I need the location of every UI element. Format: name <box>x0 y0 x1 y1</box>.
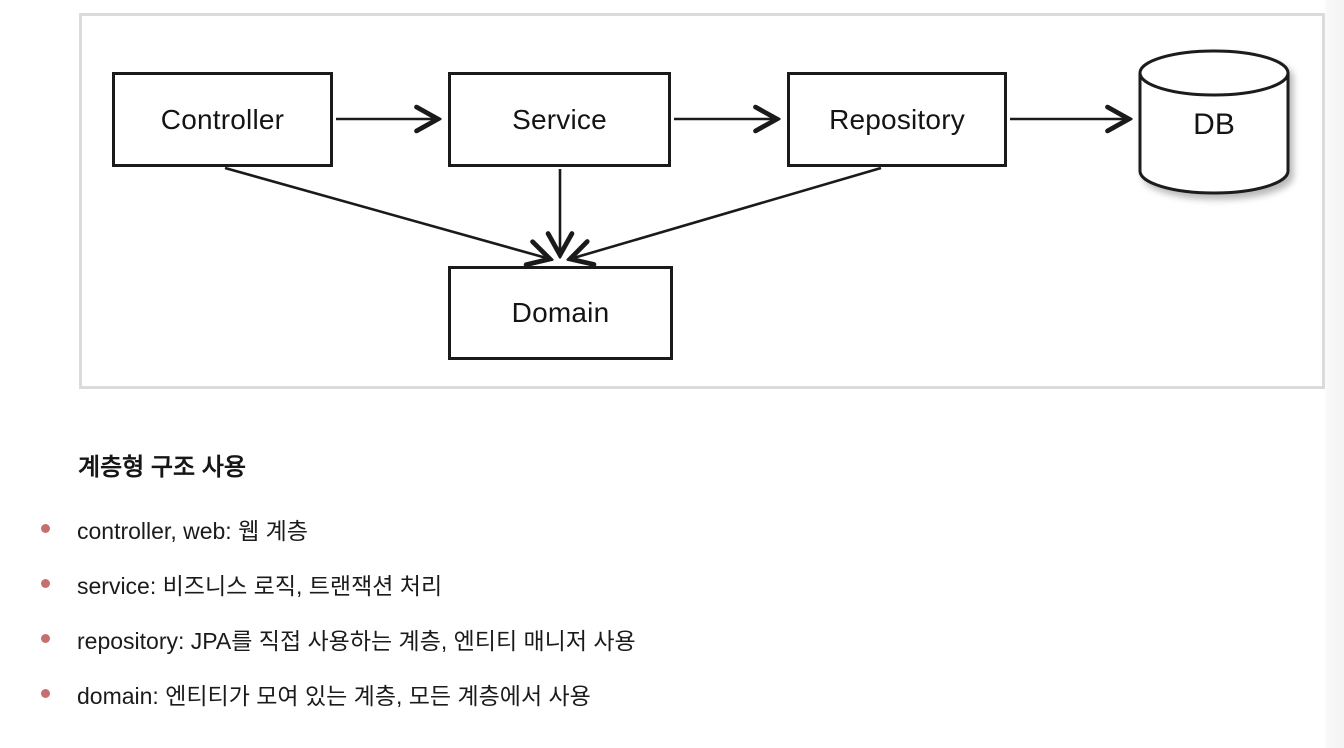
notes-section: 계층형 구조 사용 controller, web: 웹 계층 service:… <box>0 446 1344 721</box>
bullet-dot <box>41 634 50 643</box>
node-service-label: Service <box>512 103 607 135</box>
list-item-text: domain: 엔티티가 모여 있는 계층, 모든 계층에서 사용 <box>77 682 591 709</box>
node-controller: Controller <box>112 72 333 167</box>
list-item: domain: 엔티티가 모여 있는 계층, 모든 계층에서 사용 <box>0 666 1344 721</box>
bullet-dot <box>41 579 50 588</box>
node-domain: Domain <box>448 266 673 360</box>
node-repository-label: Repository <box>829 103 965 135</box>
list-item: repository: JPA를 직접 사용하는 계층, 엔티티 매니저 사용 <box>0 611 1344 666</box>
architecture-diagram-panel <box>79 13 1325 389</box>
bullet-dot <box>41 689 50 698</box>
list-item-text: service: 비즈니스 로직, 트랜잭션 처리 <box>77 572 443 599</box>
bullet-dot <box>41 524 50 533</box>
notes-list: controller, web: 웹 계층 service: 비즈니스 로직, … <box>0 501 1344 721</box>
notes-heading: 계층형 구조 사용 <box>78 453 246 481</box>
list-item-text: controller, web: 웹 계층 <box>77 517 308 544</box>
list-item: service: 비즈니스 로직, 트랜잭션 처리 <box>0 556 1344 611</box>
node-service: Service <box>448 72 671 167</box>
node-controller-label: Controller <box>160 103 285 135</box>
node-db-label: DB <box>1193 108 1235 141</box>
list-item: controller, web: 웹 계층 <box>0 501 1344 556</box>
node-domain-label: Domain <box>511 297 610 328</box>
list-item-text: repository: JPA를 직접 사용하는 계층, 엔티티 매니저 사용 <box>77 627 636 654</box>
page-right-gutter <box>1325 0 1344 748</box>
node-repository: Repository <box>787 72 1007 167</box>
